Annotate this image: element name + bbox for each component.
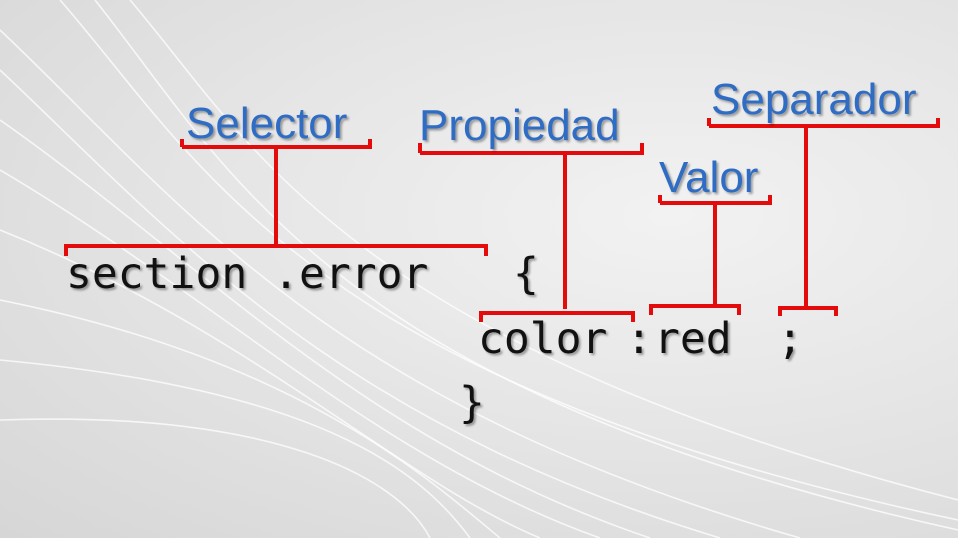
code-close-brace: } bbox=[459, 378, 485, 428]
valor-label-bracket bbox=[658, 195, 772, 205]
selector-label: Selector bbox=[186, 99, 348, 148]
code-open-brace: { bbox=[513, 249, 539, 299]
separador-label-bracket bbox=[707, 118, 940, 128]
separador-label: Separador bbox=[711, 75, 917, 124]
code-semicolon: ; bbox=[777, 314, 803, 364]
valor-label: Valor bbox=[659, 153, 759, 202]
propiedad-label-bracket bbox=[418, 143, 644, 155]
valor-code-bracket bbox=[649, 304, 741, 315]
code-selector: section .error bbox=[66, 249, 429, 299]
separador-code-bracket bbox=[778, 306, 838, 316]
code-colon: : bbox=[626, 314, 652, 364]
code-property: color bbox=[478, 314, 608, 364]
selector-code-bracket bbox=[64, 244, 488, 256]
selector-label-bracket bbox=[180, 139, 372, 149]
propiedad-code-bracket bbox=[479, 311, 635, 322]
code-value: red bbox=[654, 314, 732, 364]
propiedad-label: Propiedad bbox=[419, 101, 620, 150]
